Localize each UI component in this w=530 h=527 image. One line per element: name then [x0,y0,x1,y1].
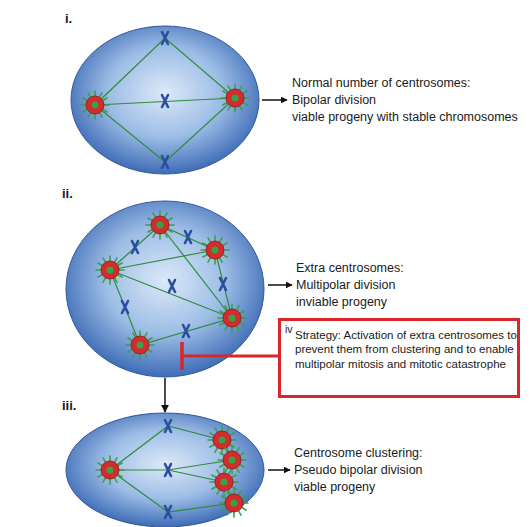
centrosome [218,304,246,332]
stage-number: iii. [62,398,76,413]
outcome-text: inviable progeny [296,294,387,311]
inhibition-line [182,355,278,358]
chromosome [162,95,168,107]
outcome-text: viable progeny [294,479,375,496]
chromosome [162,32,168,44]
centrosome [221,84,249,112]
centrosome [126,331,154,359]
cell-outline [70,25,260,175]
strategy-box: ivStrategy: Activation of extra centroso… [278,318,520,398]
cell-membrane [71,26,259,174]
cell-membrane [66,201,264,377]
chromosome [220,278,226,290]
cell-outline [65,200,265,378]
cell-membrane [66,413,264,527]
outcome-text: Multipolar division [296,277,395,294]
cell-node: i. [70,25,260,175]
chromosome [132,241,138,253]
centrosome [218,446,246,474]
chromosome [122,301,128,313]
chromosome [165,464,171,476]
chromosome [162,156,168,168]
centrosome [201,236,229,264]
spindle-fibers [110,426,234,512]
stage-number: ii. [62,186,73,201]
flow-arrow [164,378,166,412]
result-arrow [268,284,292,286]
centrosome [146,211,174,239]
outcome-text: Extra centrosomes: [296,260,404,277]
centrosome [208,426,236,454]
chromosome [183,325,189,337]
chromosome [169,280,175,292]
centrosome [96,256,124,284]
chromosome [185,231,191,243]
outcome-text: Bipolar division [292,92,376,109]
cell-outline [65,412,265,527]
result-arrow [262,99,287,101]
centrosome [81,91,109,119]
inhibition-bar [180,342,184,370]
spindle-fibers [110,225,232,345]
centrosome [210,468,238,496]
centrosome [96,456,124,484]
chromosome [165,420,171,432]
stage-number: i. [65,11,72,26]
centrosome [220,489,248,517]
cell-node: iii. [65,412,265,527]
outcome-text: Normal number of centrosomes: [292,75,471,92]
chromosome [165,506,171,518]
result-arrow [268,469,290,471]
outcome-text: Pseudo bipolar division [294,462,423,479]
outcome-text: viable progeny with stable chromosomes [292,109,518,126]
callout-number: iv [285,323,293,335]
outcome-text: Centrosome clustering: [294,445,423,462]
cell-node: ii. [65,200,265,378]
strategy-text: Strategy: Activation of extra centrosome… [295,328,517,371]
spindle-fibers [95,38,235,162]
